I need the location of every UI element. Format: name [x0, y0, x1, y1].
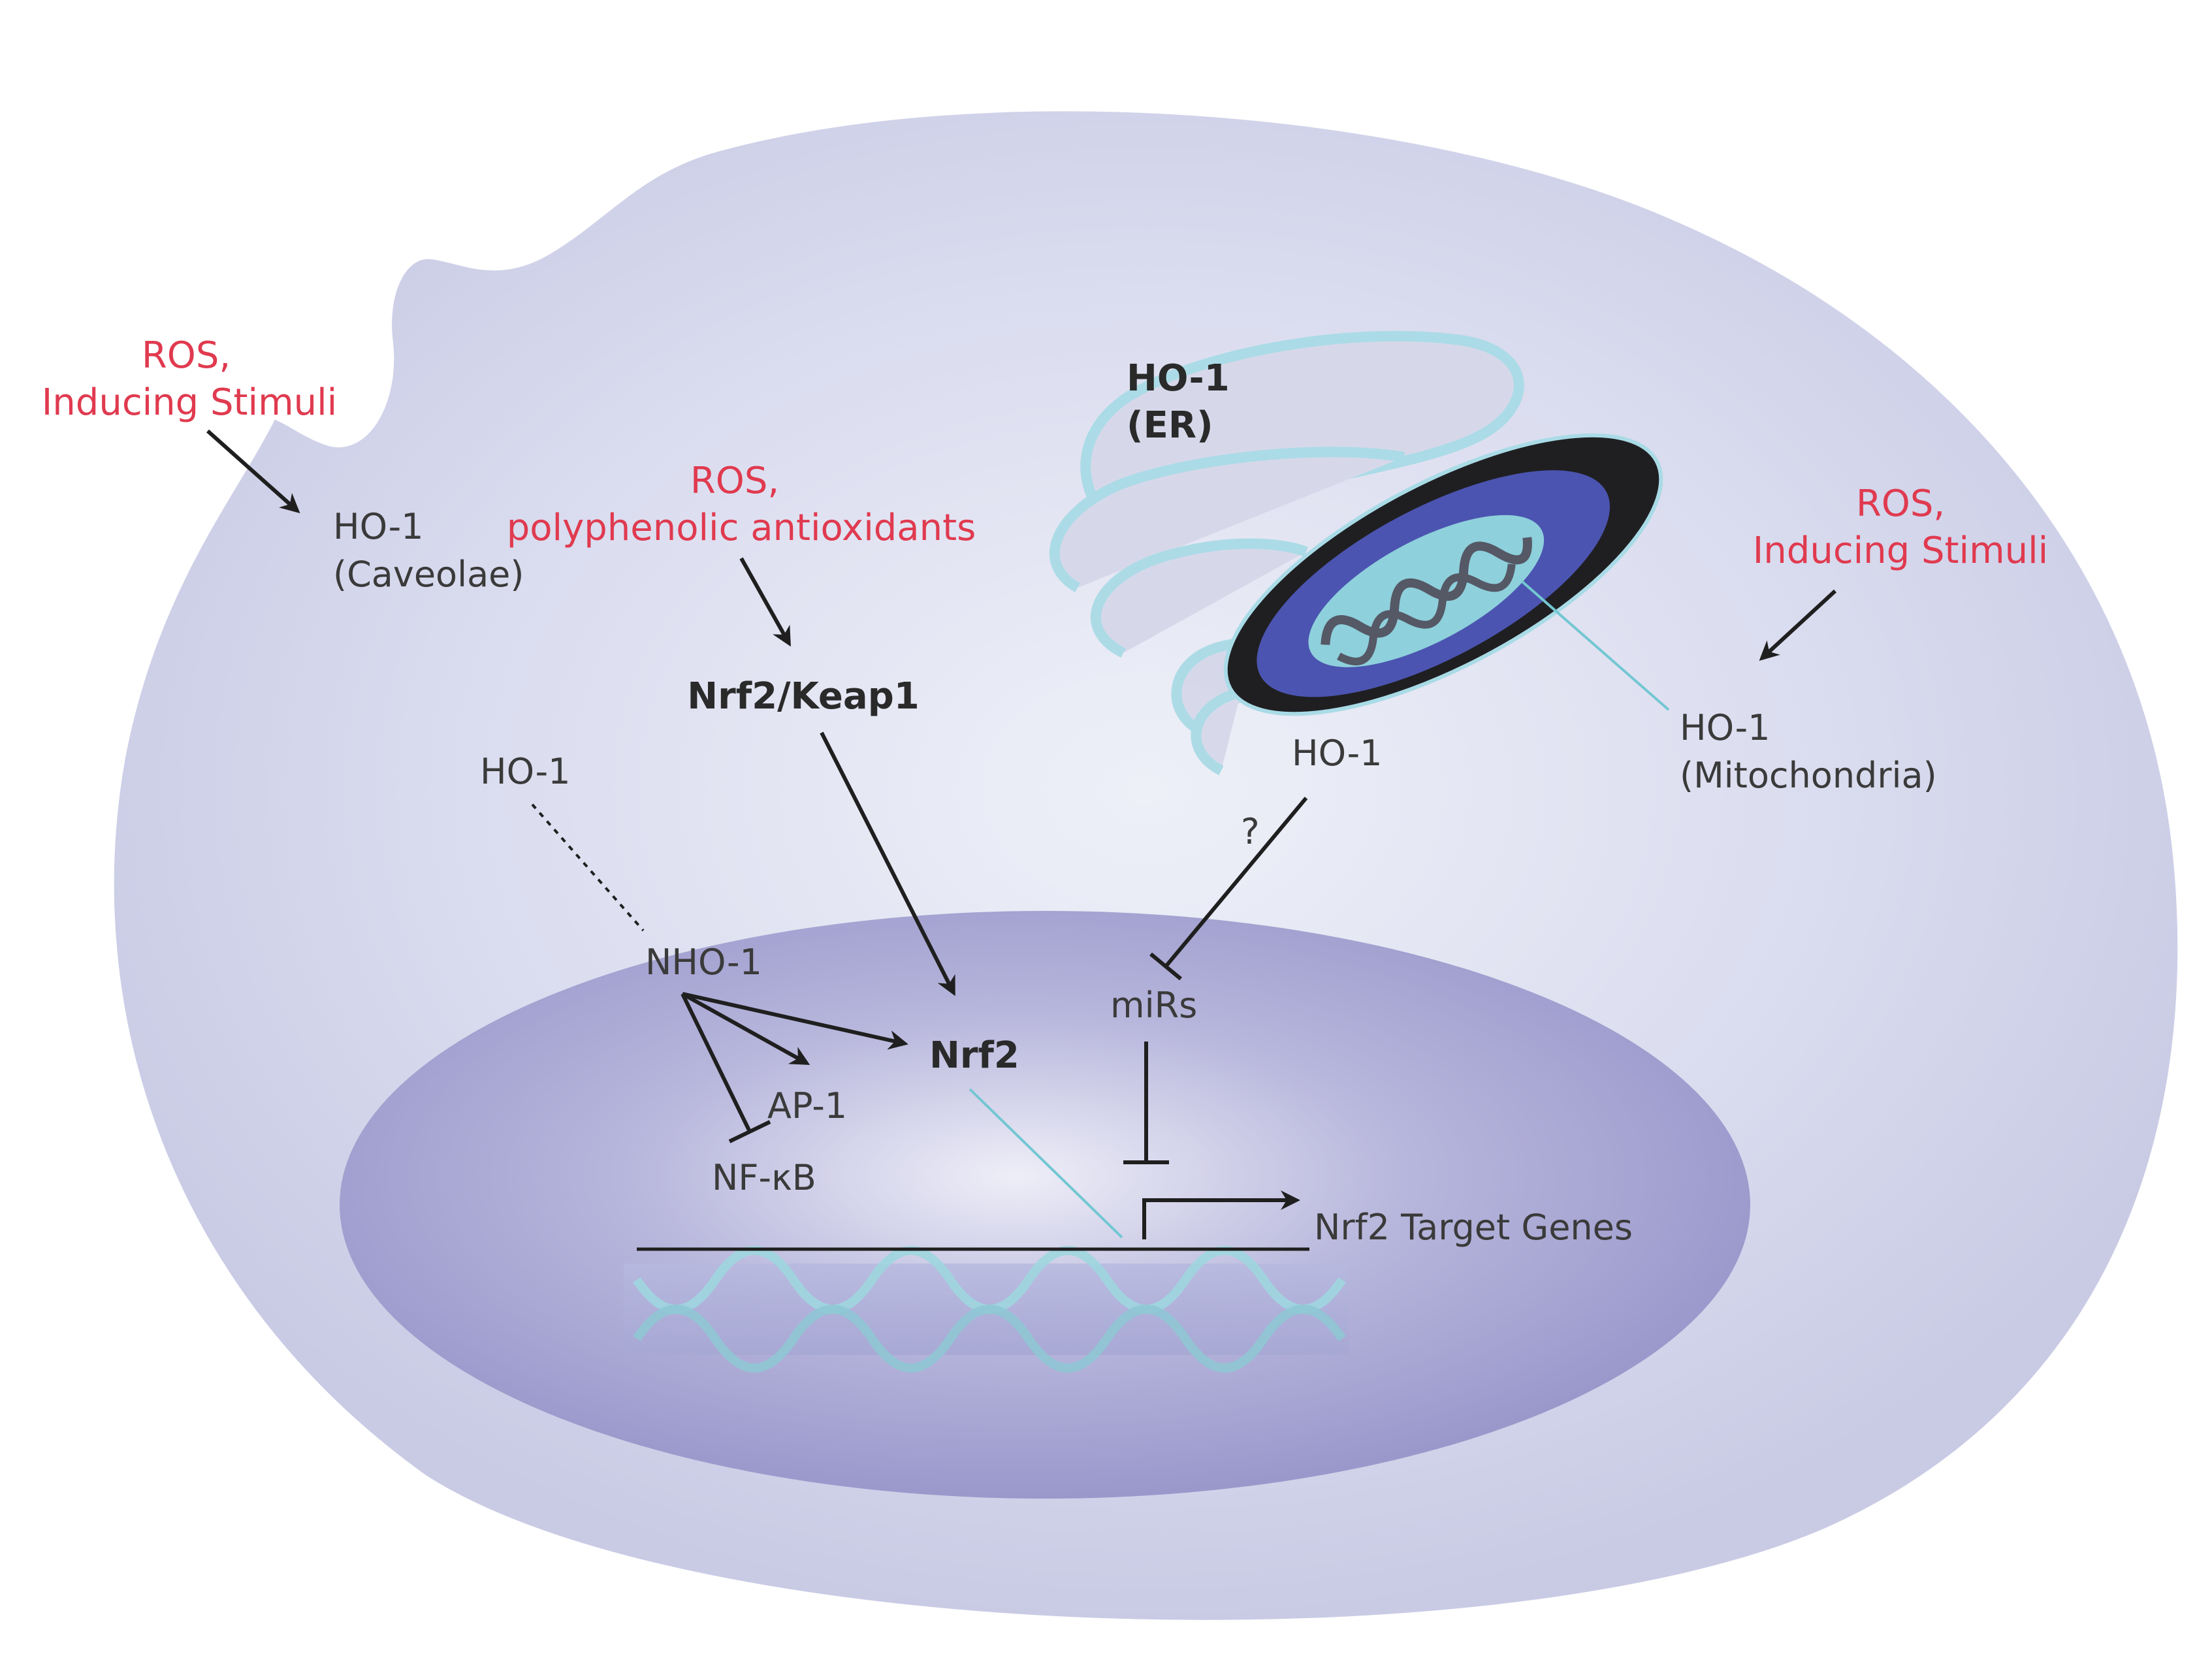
arrow-nho1-to-nrf2 — [682, 992, 908, 1050]
ho1-caveolae-label-1: HO-1 — [333, 506, 423, 547]
inhibit-ho1-mirs — [1149, 797, 1308, 981]
dna-helix-strand-b — [633, 1305, 1346, 1373]
ros-mito-label-2: Inducing Stimuli — [1753, 530, 2048, 572]
inhibit-mirs-transcription — [1123, 1042, 1169, 1164]
nrf2-connector — [969, 1088, 1123, 1239]
ho1-er-label-2: (ER) — [1127, 404, 1213, 447]
nrf2-label: Nrf2 — [929, 1034, 1019, 1077]
ho1-er-label-1: HO-1 — [1127, 357, 1230, 400]
ho1-mito-label-2: (Mitochondria) — [1680, 755, 1937, 796]
ros-poly-label-2: polyphenolic antioxidants — [507, 507, 976, 549]
ros-caveolae-label-2: Inducing Stimuli — [42, 381, 337, 424]
arrow-ros-to-mitochondria — [1759, 589, 1837, 661]
mitochondrion — [1223, 433, 1663, 716]
ho1-center-label: HO-1 — [1292, 733, 1382, 774]
ho1-cytosol-label: HO-1 — [480, 751, 570, 792]
mitochondria-connector — [1520, 580, 1670, 711]
ros-caveolae-label-1: ROS, — [142, 334, 231, 377]
question-mark-label: ? — [1241, 811, 1260, 852]
ros-mito-label-1: ROS, — [1856, 483, 1945, 525]
arrow-ros-to-caveolae — [206, 429, 300, 513]
transcription-start-arrow — [1142, 1190, 1300, 1239]
arrow-nho1-to-ap1 — [681, 992, 810, 1065]
ros-poly-label-1: ROS, — [690, 460, 779, 502]
nrf2-target-genes-label: Nrf2 Target Genes — [1314, 1207, 1633, 1248]
arrow-ros-to-nrf2keap1 — [739, 557, 791, 647]
ap1-label: AP-1 — [767, 1085, 847, 1126]
nfkb-label: NF-κB — [712, 1157, 816, 1198]
nrf2-keap1-label: Nrf2/Keap1 — [687, 675, 920, 718]
ho1-mito-label-1: HO-1 — [1680, 707, 1770, 748]
nho1-label: NHO-1 — [645, 942, 762, 983]
arrow-nrf2keap1-to-nrf2 — [820, 731, 955, 996]
inhibit-nho1-nfkb — [681, 993, 771, 1143]
ho1-caveolae-label-2: (Caveolae) — [333, 554, 524, 595]
nucleus — [340, 911, 1750, 1499]
mirs-label: miRs — [1110, 985, 1197, 1026]
